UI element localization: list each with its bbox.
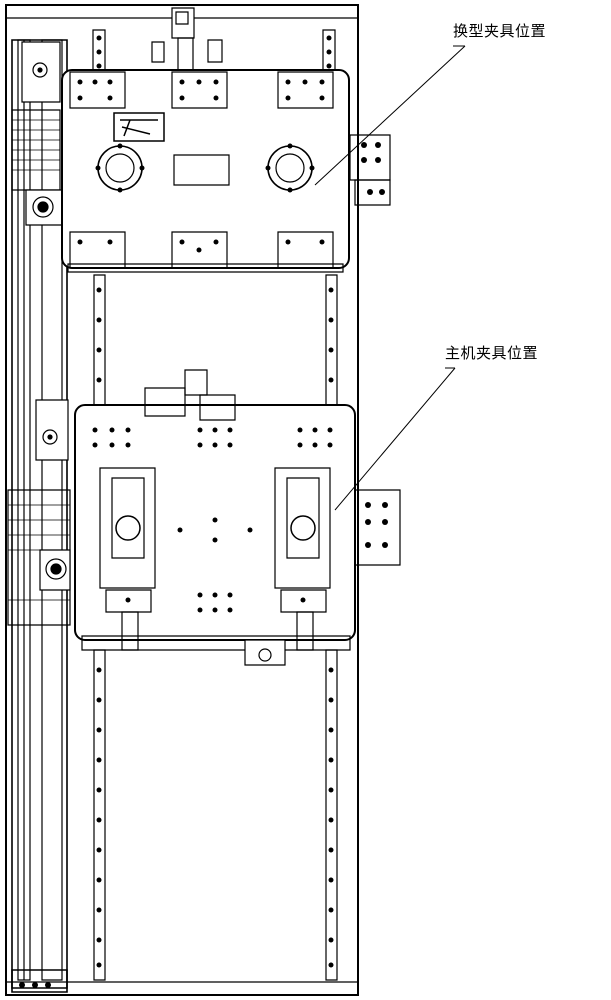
changeover-fixture: [62, 8, 390, 272]
main-fixture-label: 主机夹具位置: [445, 342, 538, 363]
main-fixture: [75, 370, 400, 665]
changeover-fixture-label: 换型夹具位置: [453, 20, 546, 41]
